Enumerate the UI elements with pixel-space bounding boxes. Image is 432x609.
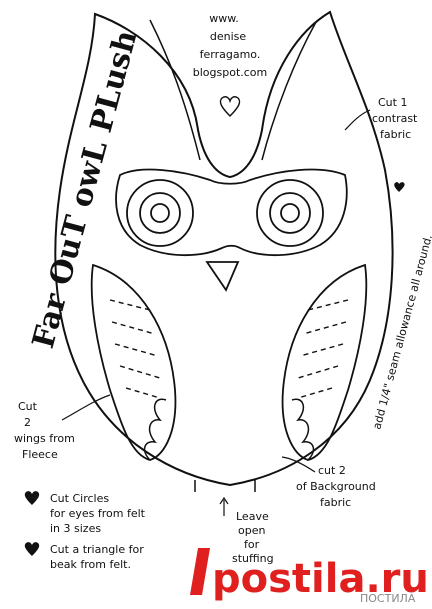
owl-body-outline — [54, 10, 394, 487]
eyes-note-line-3: in 3 sizes — [50, 522, 101, 535]
heart-icon — [219, 96, 241, 117]
eyes-note-line-2: for eyes from felt — [50, 507, 146, 520]
left-wing — [90, 263, 177, 461]
watermark-text: postila.ru — [212, 556, 429, 602]
contrast-pointer — [344, 109, 371, 131]
watermark-logo-icon — [190, 548, 210, 595]
right-wing-scallops — [291, 398, 315, 461]
blog-line-3: ferragamo. — [200, 48, 261, 61]
wings-label-line-2: 2 — [24, 416, 31, 429]
wings-label-line-3: wings from — [14, 432, 75, 445]
background-label-line-3: fabric — [320, 496, 351, 509]
beak-note-line-1: Cut a triangle for — [50, 543, 144, 556]
seam-note-group: add 1/4" seam allowance all around. — [370, 233, 432, 431]
contrast-label-line-3: fabric — [380, 128, 411, 141]
blog-line-1: www. — [209, 12, 238, 25]
open-label-line-1: Leave — [236, 510, 269, 523]
left-eye-middle — [139, 192, 181, 234]
right-eye-inner — [280, 203, 300, 223]
heart-icon — [24, 542, 40, 556]
blog-line-2: denise — [210, 30, 247, 43]
wings-pointer — [61, 394, 111, 421]
open-label-line-2: open — [238, 524, 265, 537]
seam-allowance-note: add 1/4" seam allowance all around. — [370, 233, 432, 431]
right-wing-stitches — [297, 299, 349, 399]
heart-icon — [24, 491, 40, 505]
heart-icon — [394, 182, 405, 192]
open-pointer — [219, 496, 229, 516]
contrast-label-line-1: Cut 1 — [378, 96, 407, 109]
left-wing-stitches — [109, 299, 161, 399]
open-label-line-3: for — [244, 538, 260, 551]
eyes-note-line-1: Cut Circles — [50, 492, 109, 505]
contrast-label-line-2: contrast — [372, 112, 418, 125]
beak — [205, 261, 240, 292]
background-label-line-2: of Background — [296, 480, 376, 493]
background-pointer — [281, 456, 316, 473]
wings-label-line-4: Fleece — [22, 448, 58, 461]
right-eye-outer — [256, 179, 324, 247]
open-label-line-4: stuffing — [232, 552, 274, 565]
beak-note-line-2: beak from felt. — [50, 558, 131, 571]
contrast-head-line — [149, 19, 317, 161]
watermark-subtext: ПОСТИЛА — [360, 592, 416, 604]
wings-label-line-1: Cut — [18, 400, 38, 413]
left-eye-inner — [150, 203, 170, 223]
blog-line-4: blogspot.com — [193, 66, 268, 79]
right-eye-middle — [269, 192, 311, 234]
background-label-line-1: cut 2 — [318, 464, 346, 477]
stuffing-opening-marks — [194, 480, 256, 492]
left-eye-outer — [126, 179, 194, 247]
right-wing — [281, 263, 368, 461]
left-wing-scallops — [143, 398, 167, 461]
face-band — [115, 168, 348, 257]
